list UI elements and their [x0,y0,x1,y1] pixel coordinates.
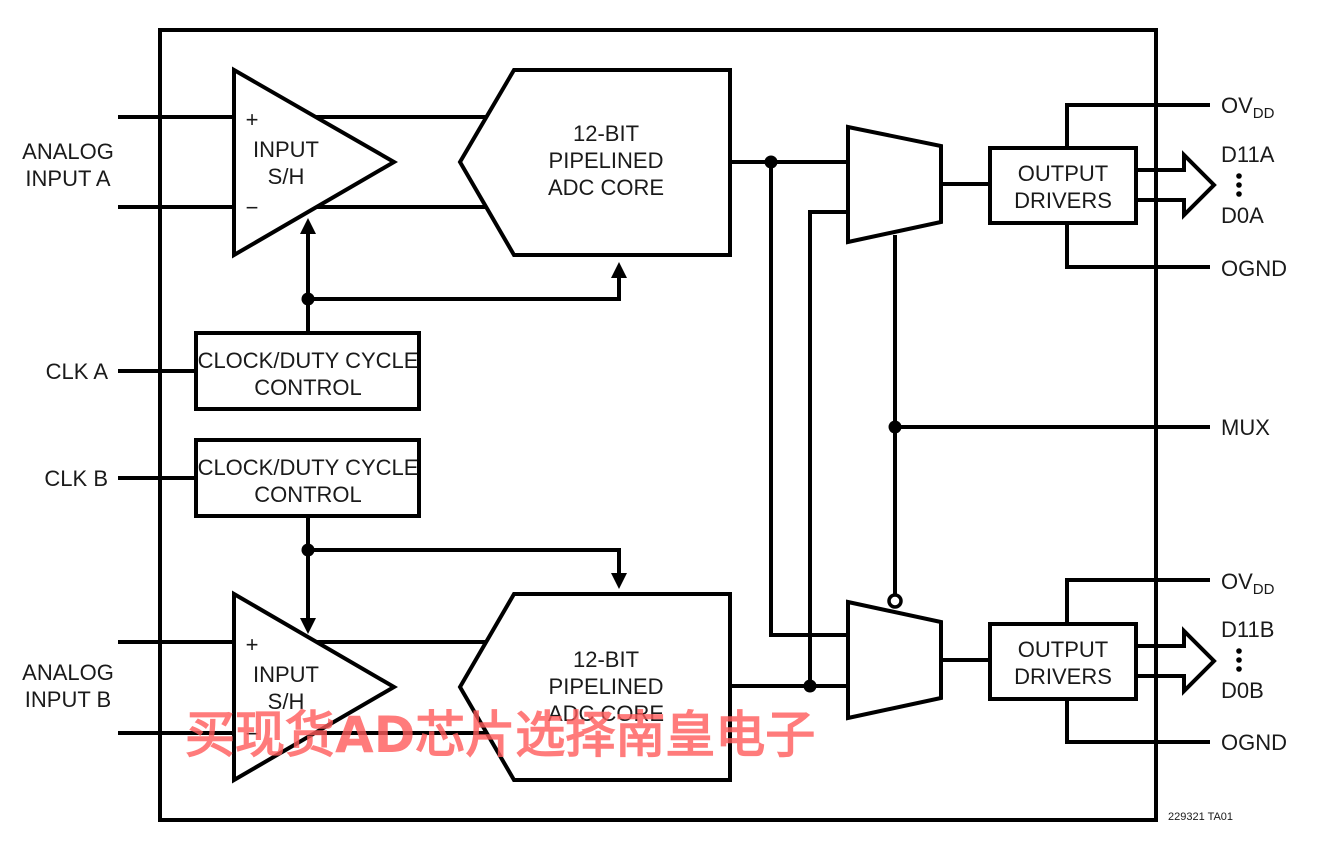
channel-a: ANALOG INPUT A + − INPUT S/H 12-BIT PIPE… [22,66,1287,686]
analog-input-b-label-line2: INPUT B [25,687,111,712]
ognd-b-wire [1065,699,1210,744]
output-drivers-a [988,146,1138,225]
drivers-a-label-line2: DRIVERS [1014,188,1112,213]
drivers-b-label-line2: DRIVERS [1014,664,1112,689]
input-sh-b [232,590,398,784]
sh-b-minus-sign: − [246,721,259,746]
mux-a [846,124,943,245]
clk-a-sh-arrow-icon [300,218,316,234]
channel-b: CLK B CLOCK/DUTY CYCLE CONTROL ANALOG IN… [22,438,1287,784]
mux-b-inverter-bubble [887,593,903,609]
ognd-b-label: OGND [1221,730,1287,755]
clk-a-junction-dot [301,292,315,306]
ellipsis-dot [1236,648,1242,654]
analog-input-a-label-line2: INPUT A [25,166,111,191]
clock-duty-cycle-control-b [194,438,421,518]
input-sh-a [232,66,398,259]
adc-a-label-line1: 12-BIT [573,121,639,146]
ellipsis-dot [1236,191,1242,197]
ognd-a-wire [1065,223,1210,269]
clk-a-adc-arrow-icon [611,262,627,278]
figure-id: 229321 TA01 [1168,811,1233,823]
adc-a-to-mux-b-wire [769,162,848,637]
ovdd-b-label: OVDD [1221,569,1275,598]
clk-a-to-adc-wire [308,276,621,301]
ovdd-b-wire [1065,578,1210,624]
mux-label: MUX [1221,415,1270,440]
sh-a-label-line1: INPUT [253,137,319,162]
output-drivers-b [988,622,1138,701]
drivers-b-label-line1: OUTPUT [1018,637,1108,662]
sh-a-label-line2: S/H [268,164,305,189]
mux-junction-dot [888,420,902,434]
ellipsis-dot [1236,666,1242,672]
adc-a-label-line3: ADC CORE [548,175,664,200]
clk-b-adc-arrow-icon [611,573,627,589]
data-b-msb-label: D11B [1221,617,1274,642]
ognd-a-label: OGND [1221,256,1287,281]
clk-b-junction-dot [301,543,315,557]
analog-input-b-label-line1: ANALOG [22,660,114,685]
data-b-lsb-label: D0B [1221,678,1264,703]
data-a-msb-label: D11A [1221,142,1275,167]
adc-b-to-mux-a-wire [808,210,848,686]
sh-a-plus-sign: + [246,107,259,132]
clock-b-label-line2: CONTROL [254,482,362,507]
clock-a-label-line2: CONTROL [254,375,362,400]
ellipsis-dot [1236,182,1242,188]
adc-b-label-line2: PIPELINED [549,674,664,699]
sh-a-minus-sign: − [246,195,259,220]
adc-a-label-line2: PIPELINED [549,148,664,173]
clk-a-label: CLK A [46,359,109,384]
ellipsis-dot [1236,657,1242,663]
sh-b-plus-sign: + [246,632,259,657]
analog-input-a-label-line1: ANALOG [22,139,114,164]
data-bus-b-arrow-icon [1136,626,1217,696]
watermark-text: 买现货AD芯片选择南皇电子 [185,706,815,764]
sh-b-label-line2: S/H [268,689,305,714]
data-a-lsb-label: D0A [1221,203,1264,228]
clk-b-to-adc-wire [308,548,621,575]
ovdd-a-label: OVDD [1221,93,1275,122]
sh-b-label-line1: INPUT [253,662,319,687]
clk-b-sh-arrow-icon [300,618,316,634]
drivers-a-label-line1: OUTPUT [1018,161,1108,186]
adc-b-output-junction-dot [803,679,817,693]
mux-control: MUX [888,235,1270,594]
clock-b-label-line1: CLOCK/DUTY CYCLE [198,455,419,480]
data-bus-a-arrow-icon [1136,150,1217,220]
clock-a-label-line1: CLOCK/DUTY CYCLE [198,348,419,373]
ovdd-a-wire [1065,103,1210,148]
clk-b-label: CLK B [44,466,108,491]
ellipsis-dot [1236,173,1242,179]
adc-core-b [457,592,732,782]
adc-b-label-line1: 12-BIT [573,647,639,672]
mux-b [846,599,943,721]
adc-b-label-line3: ADC CORE [548,701,664,726]
adc-core-a [457,68,732,257]
